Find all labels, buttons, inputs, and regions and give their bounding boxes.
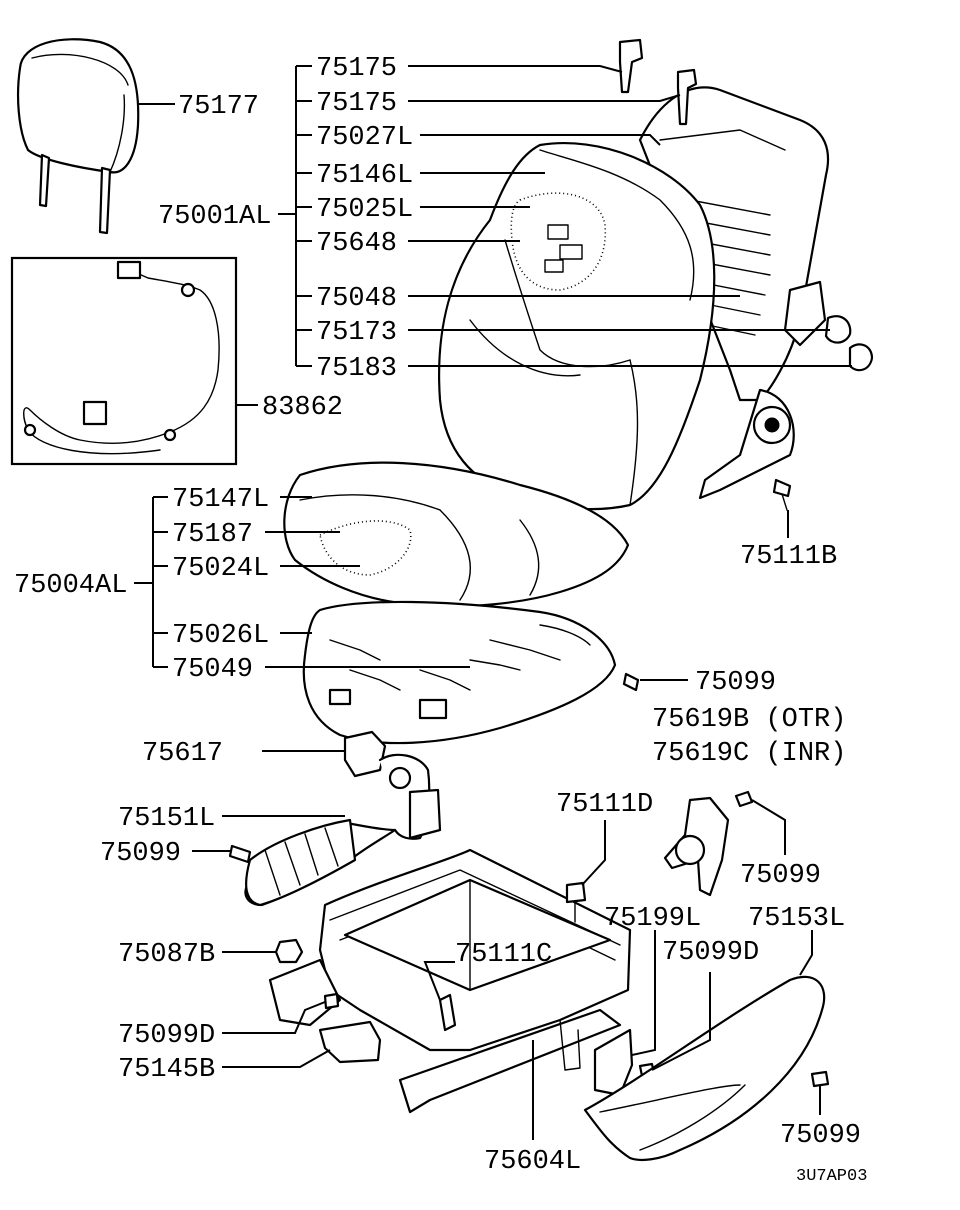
label-seatback-frame: 75027L [316, 123, 413, 153]
label-switch: 75617 [142, 739, 223, 769]
label-recliner-bolt: 75111B [740, 542, 837, 572]
label-bolt-c: 75111C [455, 940, 552, 970]
label-cushion-pad: 75024L [172, 554, 269, 584]
label-seatback-guide-a: 75175 [316, 54, 397, 84]
leader-lines [134, 65, 852, 1140]
label-screw-d: 75099D [662, 938, 759, 968]
label-seatback-pad: 75025L [316, 195, 413, 225]
label-cap: 75145B [118, 1055, 215, 1085]
label-cushion-heater: 75187 [172, 520, 253, 550]
cushion-drawing [283, 461, 640, 745]
label-cover-bracket: 75199L [604, 904, 701, 934]
label-lower-cover-otr: 75619B (OTR) [652, 705, 846, 735]
label-headrest: 75177 [178, 92, 259, 122]
label-nut: 75087B [118, 940, 215, 970]
lower-covers-drawing [583, 790, 830, 1161]
label-seatback-heater: 75648 [316, 229, 397, 259]
label-cushion-frame: 75026L [172, 621, 269, 651]
label-cushion-cover: 75147L [172, 485, 269, 515]
label-side-shield: 75153L [748, 904, 845, 934]
label-cushion-assy: 75004AL [14, 571, 127, 601]
headrest-drawing [16, 38, 140, 235]
diagram-code: 3U7AP03 [796, 1167, 867, 1186]
label-seatback-guide-b: 75175 [316, 89, 397, 119]
label-screw-a: 75099 [695, 668, 776, 698]
label-screw-f: 75099 [780, 1121, 861, 1151]
seatback-drawing [437, 38, 874, 511]
label-lower-cover-inr: 75619C (INR) [652, 739, 846, 769]
label-bolt-d: 75111D [556, 790, 653, 820]
label-seatback-cover: 75146L [316, 161, 413, 191]
label-recliner-cover: 75151L [118, 804, 215, 834]
label-adjuster: 75604L [484, 1147, 581, 1177]
label-seatback-spring: 75048 [316, 284, 397, 314]
label-harness: 83862 [262, 393, 343, 423]
label-screw-c: 75099 [740, 861, 821, 891]
label-recliner-knob: 75173 [316, 318, 397, 348]
label-seatback-assy: 75001AL [158, 202, 271, 232]
label-screw-e: 75099D [118, 1021, 215, 1051]
label-cushion-spring: 75049 [172, 655, 253, 685]
label-lumbar-knob: 75183 [316, 354, 397, 384]
part-labels: 75177 75001AL 75175 75175 75027L 75146L … [14, 54, 867, 1186]
harness-drawing [10, 256, 238, 466]
recliner-cover-drawing [228, 730, 442, 907]
adjuster-drawing [268, 848, 632, 1114]
label-screw-b: 75099 [100, 839, 181, 869]
